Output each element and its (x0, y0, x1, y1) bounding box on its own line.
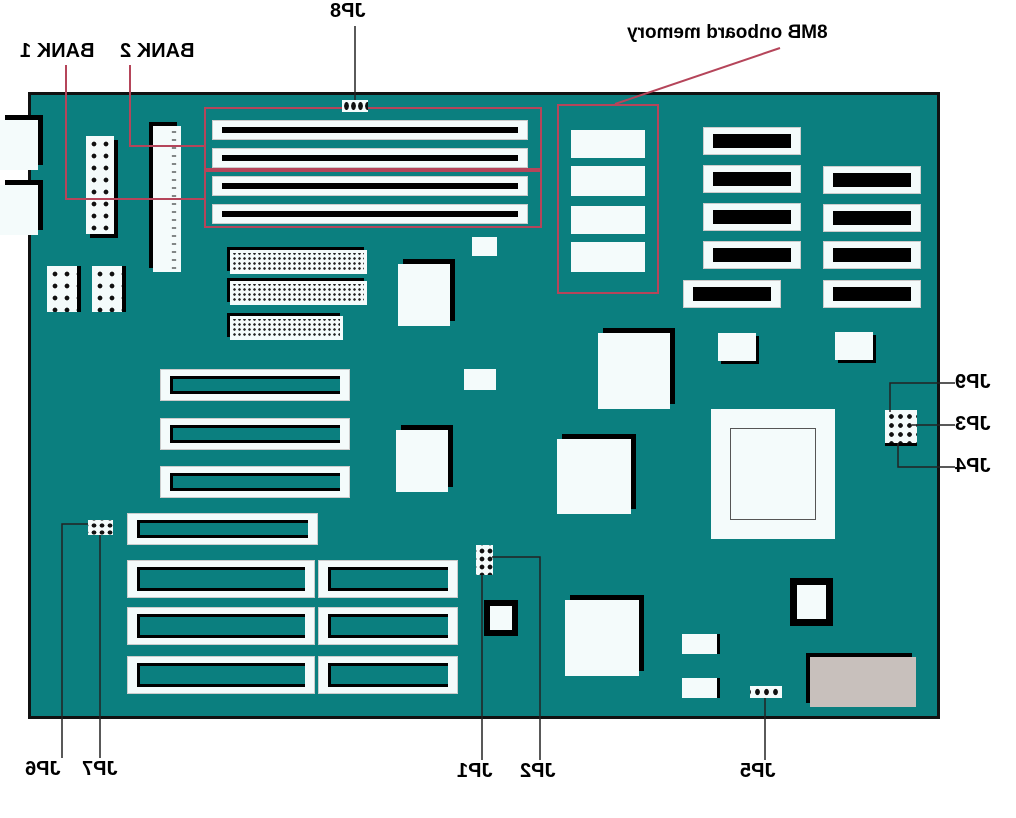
jp7-label: JP7 (82, 758, 118, 780)
jp3-jp4-jp9-jumper (885, 410, 917, 443)
header-left-2 (92, 266, 122, 312)
small-chip (718, 333, 756, 361)
jp1-label: JP1 (457, 760, 493, 782)
cache-slot (703, 241, 801, 269)
ide-connector-1 (230, 250, 367, 274)
jp4-label: JP4 (955, 455, 991, 477)
isa-slot-1a (127, 560, 315, 598)
header-left-1 (47, 266, 77, 312)
cache-slot (823, 204, 921, 232)
chip (790, 578, 833, 626)
jp8-jumper (342, 100, 368, 112)
memory-chip (571, 130, 645, 158)
cache-slot (823, 241, 921, 269)
memory-chip (571, 206, 645, 234)
io-header (86, 136, 114, 234)
chip (557, 439, 631, 514)
simm-slot-3 (212, 176, 528, 196)
simm-slot-1 (212, 120, 528, 140)
pci-slot-4 (127, 513, 318, 545)
small-chip (682, 678, 717, 698)
memory-chip (571, 166, 645, 196)
isa-slot-2b (318, 607, 458, 645)
io-port-bottom (0, 185, 38, 235)
simm-slot-4 (212, 204, 528, 224)
chip (398, 264, 450, 326)
battery (810, 657, 916, 707)
small-chip (472, 237, 497, 256)
bank-1-label: BANK 1 (20, 40, 95, 62)
cache-slot (703, 203, 801, 231)
small-chip (682, 634, 717, 654)
chip (484, 600, 518, 636)
small-chip (464, 369, 496, 390)
jp6-label: JP6 (25, 758, 61, 780)
memory-chip (571, 242, 645, 272)
jp5-label: JP5 (740, 760, 776, 782)
bank-2-highlight (204, 107, 542, 170)
cache-slot (703, 165, 801, 193)
io-port-top (0, 120, 38, 170)
small-chip (835, 332, 873, 360)
isa-slot-2a (127, 607, 315, 645)
jp3-label: JP3 (955, 413, 991, 435)
pci-slot-3 (160, 466, 350, 498)
jp2-label: JP2 (520, 760, 556, 782)
onboard-memory-highlight (557, 104, 659, 294)
pci-slot-1 (160, 369, 350, 401)
simm-slot-2 (212, 148, 528, 168)
isa-slot-3a (127, 656, 315, 694)
cpu-socket-inner (730, 428, 816, 520)
cache-slot (683, 280, 781, 308)
isa-slot-3b (318, 656, 458, 694)
jp5-jumper (750, 686, 782, 698)
jp9-label: JP9 (955, 371, 991, 393)
cache-slot (823, 280, 921, 308)
ide-connector-2 (230, 281, 367, 305)
jp1-jp2-jumper (476, 545, 493, 575)
isa-slot-1b (318, 560, 458, 598)
floppy-connector (230, 316, 343, 340)
jp8-label: JP8 (330, 0, 366, 22)
chip (598, 333, 670, 409)
pci-slot-2 (160, 418, 350, 450)
jp6-jp7-jumper (88, 520, 113, 535)
chip (396, 430, 448, 492)
chip (565, 600, 639, 676)
cache-slot (703, 127, 801, 155)
cache-slot (823, 166, 921, 194)
bank-2-label: BANK 2 (120, 40, 195, 62)
onboard-memory-label: 8MB onboard memory (627, 22, 828, 43)
